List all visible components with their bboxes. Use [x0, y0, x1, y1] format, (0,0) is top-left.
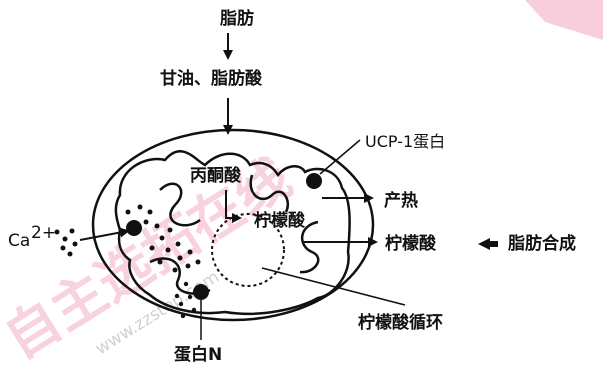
- calcium-label: Ca: [8, 231, 30, 251]
- fat-synthesis-label: 脂肪合成: [508, 233, 576, 254]
- fat-label: 脂肪: [220, 8, 254, 29]
- citric-cycle-label: 柠檬酸循环: [358, 312, 443, 333]
- protein-n-dot: [193, 284, 209, 300]
- ucp1-protein-dot: [306, 173, 322, 189]
- protein-n-label: 蛋白N: [174, 344, 222, 365]
- citrate-outer-label: 柠檬酸: [385, 233, 437, 254]
- ucp1-pointer-line: [320, 140, 360, 174]
- watermark-cn-text: 自主选拓在线: [0, 146, 302, 369]
- citrate-inner-label: 柠檬酸: [254, 210, 306, 231]
- citric-cycle-pointer-line: [262, 268, 405, 305]
- glycerol-fatty-acid-label: 甘油、脂肪酸: [160, 68, 263, 89]
- pyruvate-label: 丙酮酸: [190, 165, 242, 186]
- calcium-ions-outside: [55, 229, 78, 257]
- calcium-charge-label: 2+: [31, 223, 56, 243]
- heat-label: 产热: [384, 190, 418, 211]
- calcium-channel-dot: [126, 220, 142, 236]
- ucp1-label: UCP-1蛋白: [365, 132, 445, 151]
- to-fat-synthesis-arrow: [478, 238, 498, 250]
- watermark-corner-mark: [525, 0, 603, 40]
